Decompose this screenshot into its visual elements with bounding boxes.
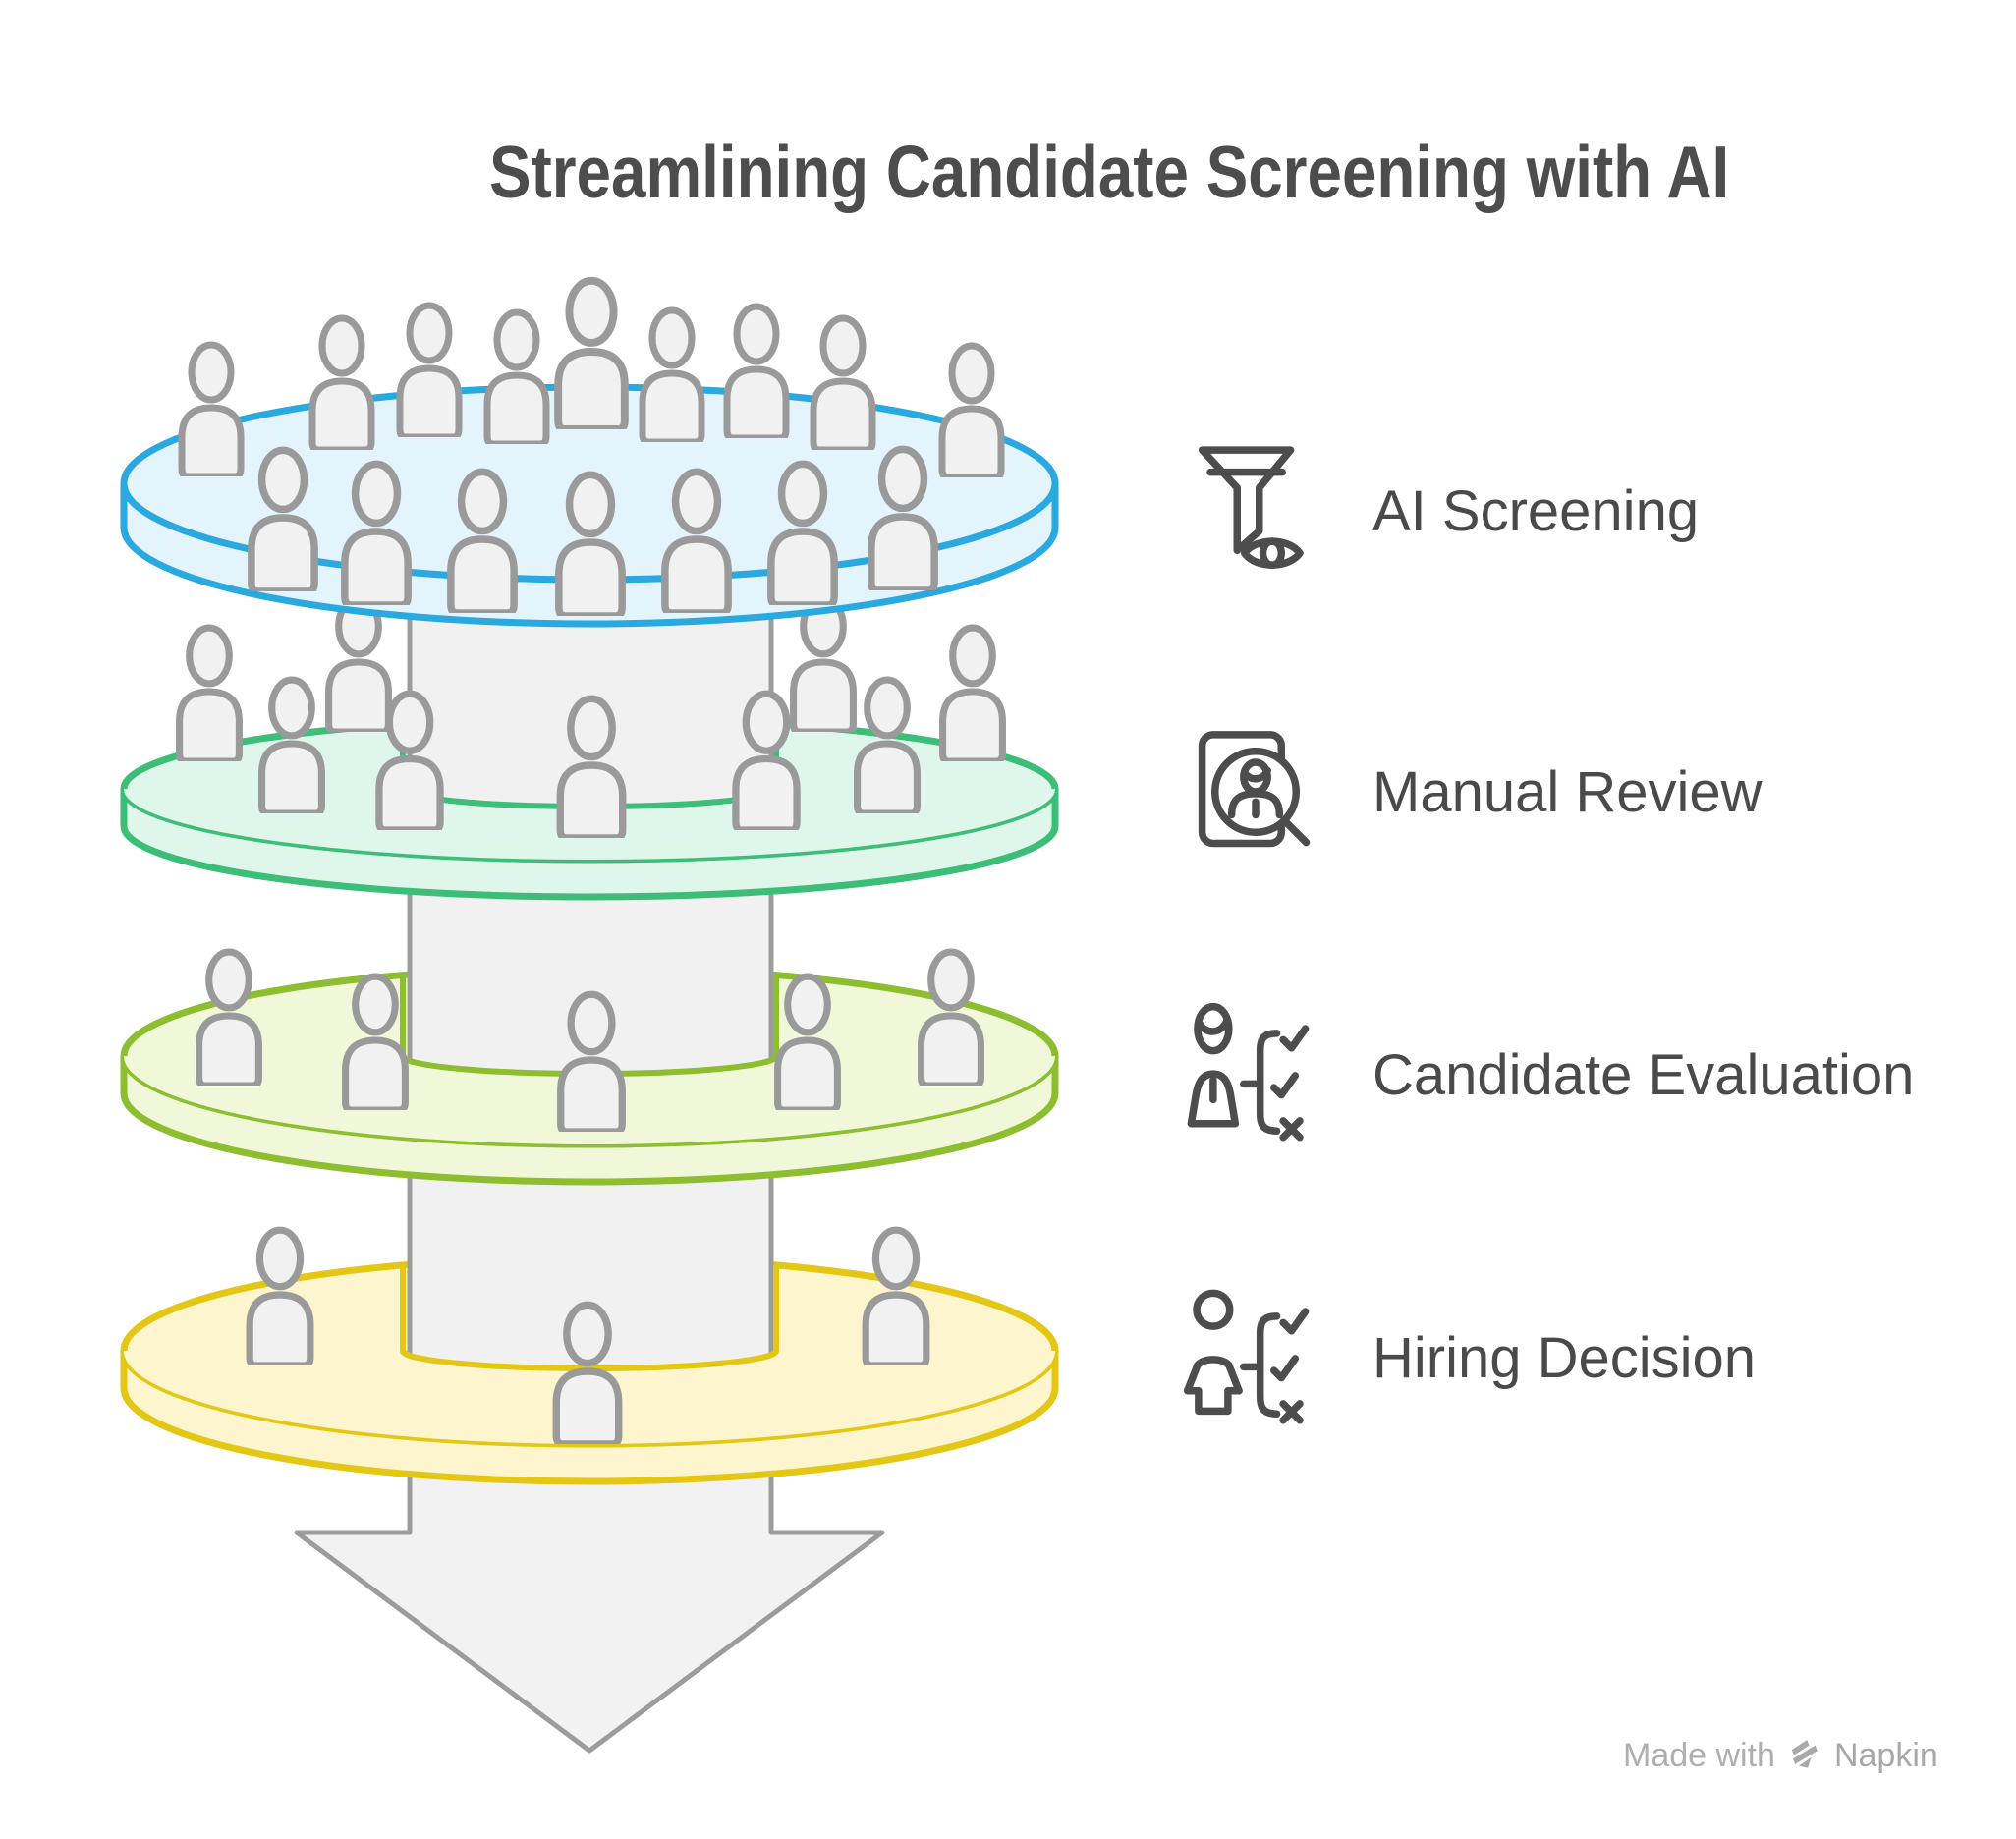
person-icon: [451, 472, 514, 613]
legend-label: Hiring Decision: [1372, 1325, 1757, 1390]
person-icon: [312, 318, 371, 450]
person-icon: [727, 306, 786, 438]
person-checklist-icon: [1183, 1289, 1310, 1424]
legend-item-candidate-evaluation: Candidate Evaluation: [1182, 1001, 1914, 1148]
legend-label: AI Screening: [1372, 478, 1700, 543]
person-icon: [250, 1230, 310, 1365]
legend-item-hiring-decision: Hiring Decision: [1182, 1284, 1756, 1431]
legend-item-ai-screening: AI Screening: [1182, 437, 1699, 585]
person-icon: [400, 306, 459, 437]
funnel-stage: [120, 281, 1059, 628]
footer-text: Made with: [1623, 1737, 1775, 1774]
funnel-stage: [120, 1127, 1059, 1485]
person-icon: [180, 628, 240, 761]
napkin-logo-icon: [1791, 1739, 1818, 1768]
person-icon: [560, 698, 622, 838]
person-icon: [182, 345, 241, 476]
funnel-stage: [120, 488, 1059, 901]
person-icon: [794, 598, 854, 732]
person-icon: [813, 318, 872, 450]
person-icon: [329, 598, 389, 732]
resume-magnifier-icon: [1198, 731, 1311, 848]
person-icon: [771, 464, 834, 605]
person-icon: [262, 680, 322, 813]
legend-label: Candidate Evaluation: [1372, 1042, 1915, 1107]
person-icon: [379, 694, 440, 830]
footer-brand: Napkin: [1833, 1737, 1938, 1774]
page-title: Streamlining Candidate Screening with AI: [489, 131, 1730, 213]
person-checklist-icon: [1187, 1002, 1310, 1142]
legend-item-manual-review: Manual Review: [1182, 718, 1763, 865]
person-icon: [556, 1305, 618, 1444]
person-icon: [922, 952, 981, 1086]
person-icon: [866, 1230, 926, 1365]
person-icon: [561, 994, 623, 1132]
person-icon: [199, 952, 259, 1086]
person-icon: [942, 346, 1001, 477]
funnel-eye-icon: [1198, 446, 1304, 570]
footer-credit: Made with Napkin: [1623, 1737, 1938, 1775]
person-icon: [858, 680, 918, 813]
person-icon: [252, 450, 314, 591]
person-icon: [943, 628, 1003, 761]
person-icon: [871, 449, 934, 590]
person-icon: [487, 312, 546, 444]
person-icon: [558, 281, 625, 429]
legend-label: Manual Review: [1372, 759, 1763, 824]
funnel-stage: [120, 862, 1059, 1186]
person-icon: [665, 472, 728, 613]
person-icon: [345, 464, 408, 605]
person-icon: [736, 694, 797, 830]
person-icon: [778, 976, 838, 1110]
person-icon: [346, 976, 406, 1110]
person-icon: [643, 310, 701, 442]
person-icon: [559, 474, 622, 616]
